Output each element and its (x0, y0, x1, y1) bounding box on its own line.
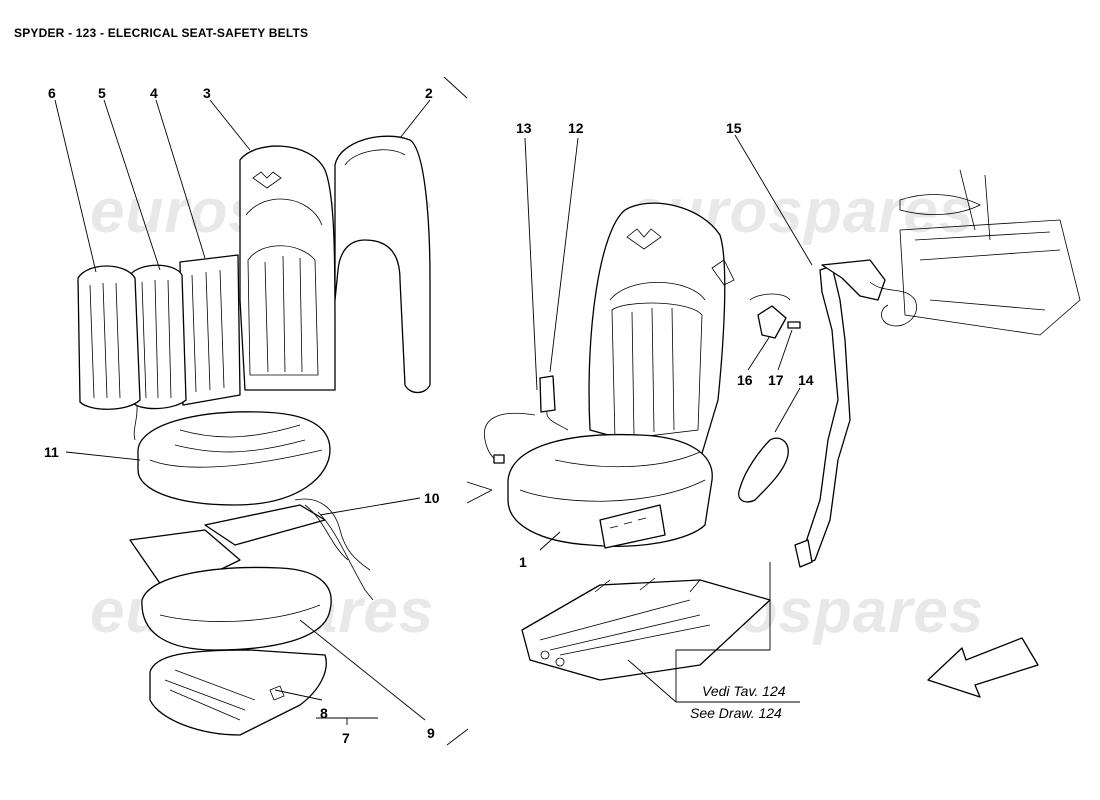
safety-belt-15 (794, 169, 1081, 568)
callout-1: 1 (519, 554, 527, 570)
front-direction-arrow (927, 637, 1039, 698)
backrest-pad-5 (129, 264, 187, 410)
callout-11: 11 (44, 444, 59, 460)
seat-heater-wiring-10 (204, 498, 374, 601)
seat-cushion-cover-11 (137, 411, 331, 506)
seat-pad-9 (129, 529, 332, 651)
backrest-cover-3 (239, 145, 336, 391)
callout-2: 2 (425, 85, 433, 101)
callout-8: 8 (320, 705, 328, 721)
seat-base-8 (149, 649, 327, 736)
trim-cover-14 (738, 437, 789, 503)
complete-seat-1 (507, 202, 735, 549)
callout-4: 4 (150, 85, 158, 101)
backrest-cover-2 (334, 135, 431, 394)
callout-9: 9 (427, 725, 435, 741)
screw-17 (787, 321, 801, 329)
callout-5: 5 (98, 85, 106, 101)
reference-note-italian: Vedi Tav. 124 (702, 683, 786, 699)
leader-lines-right (524, 134, 813, 703)
backrest-frame-4 (179, 254, 241, 406)
backrest-padding-6 (77, 265, 141, 441)
callout-15: 15 (726, 120, 742, 136)
diagram-title: SPYDER - 123 - ELECRICAL SEAT-SAFETY BEL… (14, 26, 309, 40)
callout-13: 13 (516, 120, 532, 136)
callout-16: 16 (737, 372, 753, 388)
callout-17: 17 (768, 372, 784, 388)
callout-10: 10 (424, 490, 440, 506)
seat-slide-frame (521, 577, 771, 681)
divider-marks (443, 76, 493, 746)
leader-lines-left (54, 99, 431, 725)
trim-bracket-16 (749, 293, 791, 339)
callout-7: 7 (342, 730, 350, 746)
belt-buckle-12 (483, 375, 569, 464)
callout-12: 12 (568, 120, 584, 136)
callout-14: 14 (798, 372, 814, 388)
reference-note-english: See Draw. 124 (690, 705, 782, 721)
callout-3: 3 (203, 85, 211, 101)
callout-6: 6 (48, 85, 56, 101)
